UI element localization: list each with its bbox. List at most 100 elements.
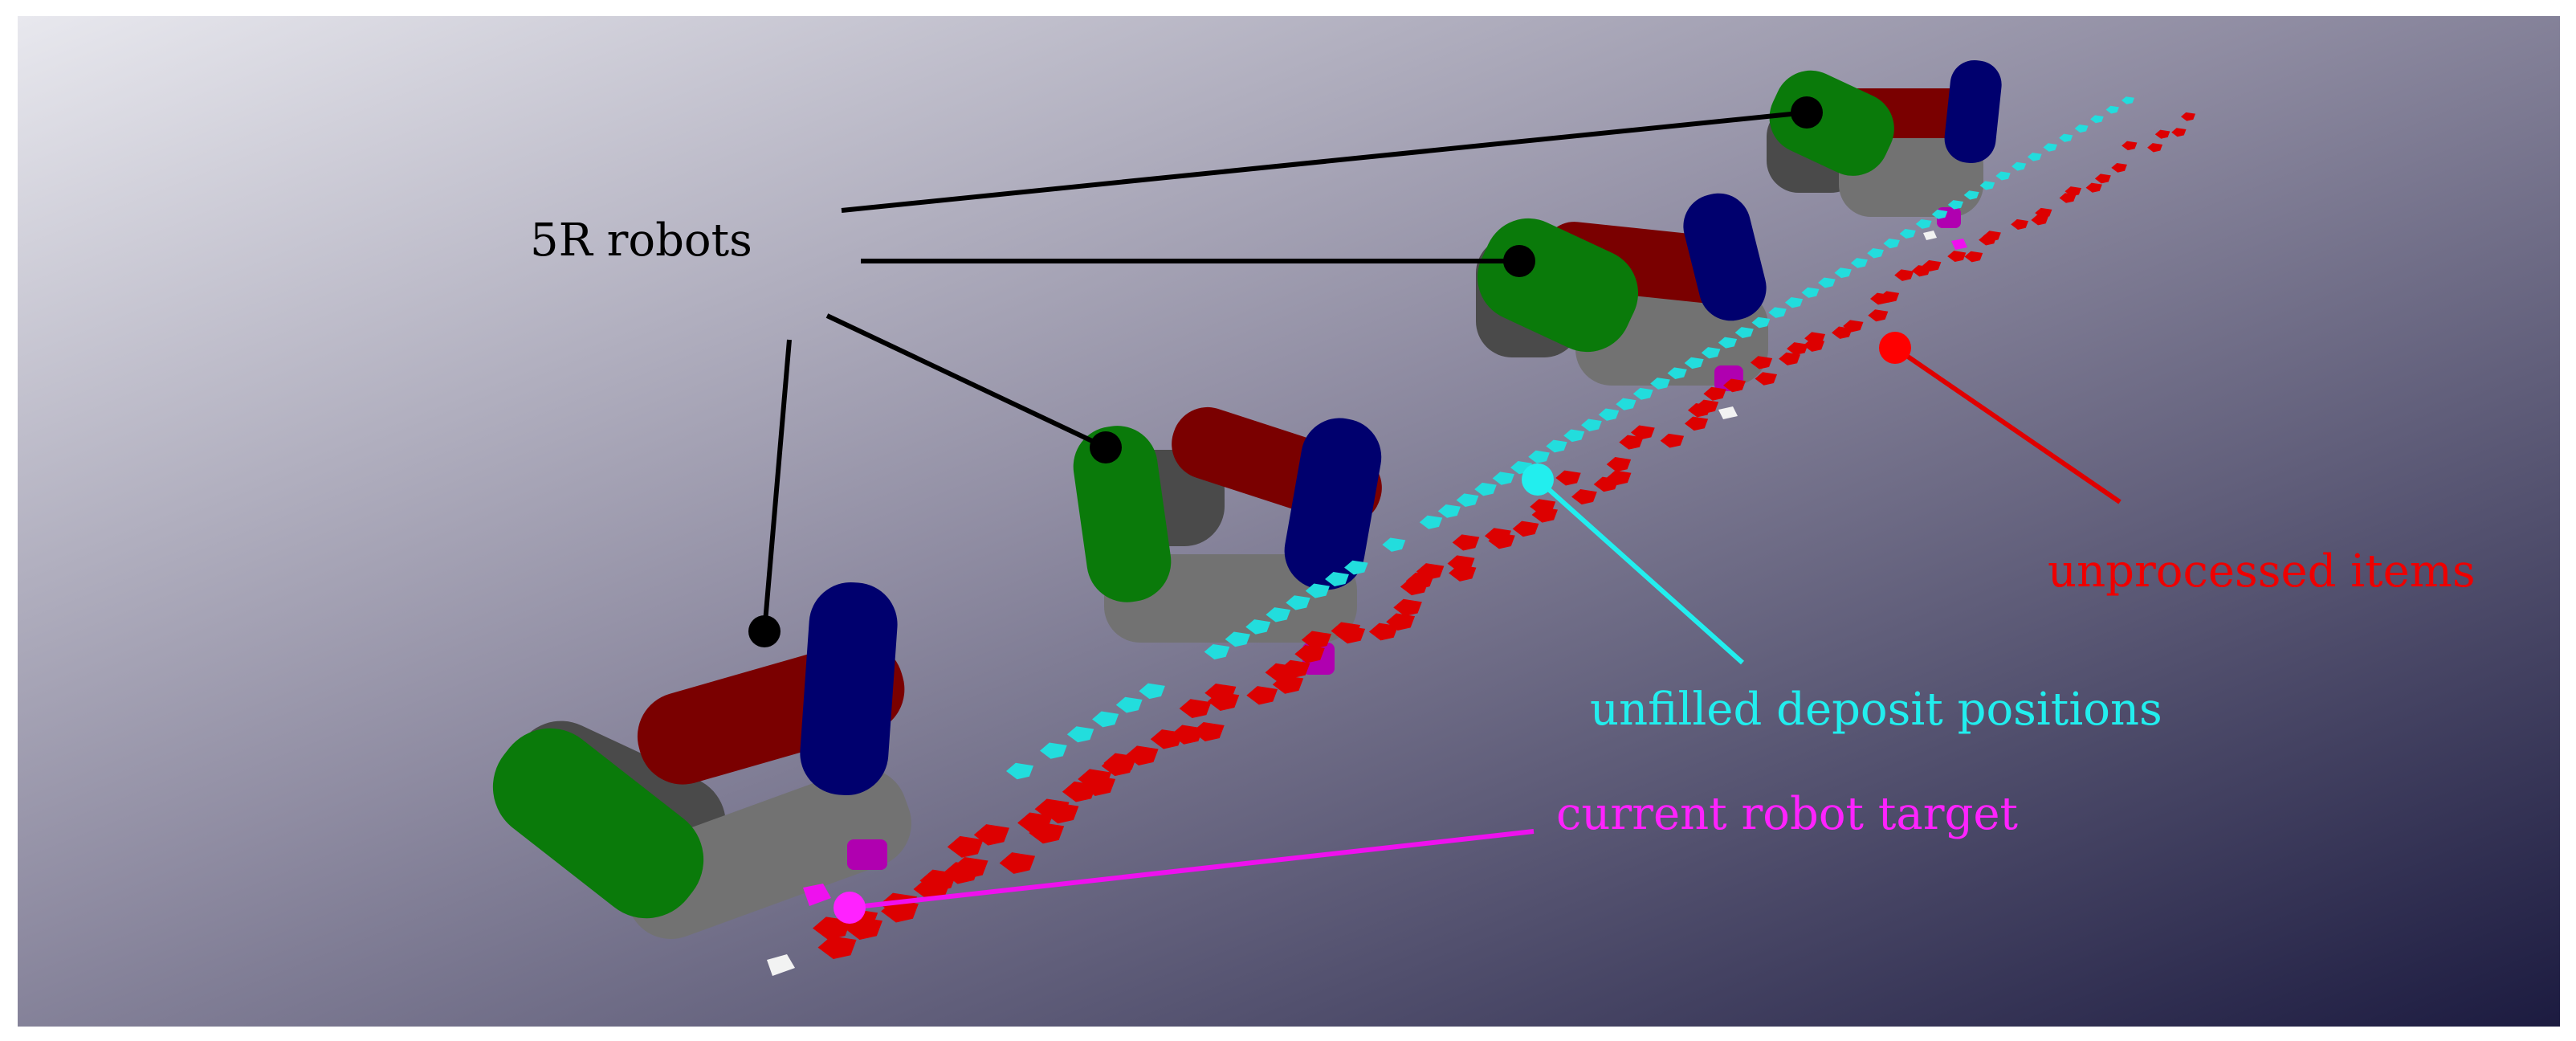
deposit-position [1492, 472, 1514, 485]
deposit-position [2090, 115, 2104, 124]
leader-robot-1 [762, 339, 792, 632]
deposit-markers [1006, 96, 2134, 780]
deposit-position [1325, 572, 1349, 586]
target-item [1951, 239, 1967, 250]
unprocessed-item [1947, 251, 1967, 263]
robot-4-link-blue [1944, 59, 2002, 164]
unprocessed-item [1750, 356, 1773, 369]
unprocessed-item [1452, 534, 1480, 551]
deposit-position [1528, 450, 1550, 463]
deposit-position [2074, 124, 2089, 133]
pin-deposit [1522, 463, 1554, 496]
unprocessed-item [1103, 753, 1137, 774]
deposit-position [1883, 238, 1900, 249]
label-5r-robots: 5R robots [530, 214, 752, 267]
robot-1 [492, 582, 911, 939]
deposit-position [1598, 408, 1620, 421]
unprocessed-item [1779, 352, 1801, 365]
unprocessed-item [1619, 435, 1644, 450]
deposit-position [2105, 105, 2119, 114]
unprocessed-item [1368, 623, 1399, 641]
unprocessed-item [1393, 598, 1422, 617]
unprocessed-item [1192, 722, 1225, 742]
robot-3-link-blue [1683, 193, 1767, 321]
unprocessed-item [1755, 372, 1778, 386]
unprocessed-item [2035, 207, 2052, 218]
label-current-target: current robot target [1556, 788, 2018, 840]
leader-unprocessed [1893, 345, 2122, 504]
deposit-position [1963, 190, 1979, 200]
deposit-position [1850, 258, 1868, 268]
robot-2-link-green [1073, 426, 1172, 602]
deposit-position [1632, 387, 1653, 400]
unprocessed-item [1386, 613, 1416, 631]
deposit-position [2059, 133, 2073, 142]
deposit-position [1979, 181, 1995, 190]
deposit-position [1563, 429, 1585, 443]
item-markers [813, 112, 2196, 960]
unprocessed-item [1078, 769, 1112, 790]
unprocessed-item [1571, 489, 1597, 505]
deposit-position [1931, 209, 1948, 219]
unprocessed-item [1868, 309, 1889, 322]
unprocessed-item [1695, 399, 1719, 414]
deposit-position [1474, 482, 1497, 496]
deposit-position [1245, 619, 1271, 635]
leader-robot-2 [825, 313, 1107, 450]
unprocessed-item [952, 856, 988, 880]
unprocessed-item [2085, 182, 2102, 193]
target-item [803, 884, 831, 906]
unprocessed-item [2011, 218, 2029, 230]
unprocessed-item [1832, 326, 1853, 339]
unprocessed-item [1606, 457, 1632, 472]
deposit-position [1784, 297, 1804, 308]
unprocessed-item [2154, 129, 2170, 139]
robot-1-link-blue [800, 582, 898, 796]
deposit-position [2122, 96, 2134, 104]
unprocessed-item [2147, 143, 2163, 153]
unprocessed-item [1017, 812, 1053, 834]
deposit-position [1382, 537, 1406, 552]
deposit-position [1437, 504, 1461, 518]
unprocessed-item [813, 916, 851, 940]
deposit-position [1456, 493, 1479, 508]
unprocessed-item [1660, 433, 1685, 448]
pin-target [834, 892, 866, 924]
unprocessed-item [1179, 699, 1212, 719]
deposit-position [2011, 161, 2027, 171]
deposit-position [2027, 153, 2042, 161]
deposit-position [1684, 357, 1704, 369]
deposit-position [1834, 267, 1852, 279]
unprocessed-item [1804, 332, 1826, 345]
unprocessed-item [817, 936, 857, 960]
deposit-position [2043, 143, 2057, 152]
annotation-lines [748, 96, 2122, 924]
deposit-position [1040, 742, 1067, 759]
robot-4 [1767, 59, 2002, 217]
deposit-position [1751, 316, 1771, 329]
unprocessed-item [1843, 320, 1864, 333]
pin-robot-2 [1090, 431, 1122, 463]
unprocessed-item [1703, 386, 1726, 401]
unprocessed-item [1983, 231, 2001, 242]
scene-background [18, 16, 2560, 1027]
pin-robot-3 [1503, 245, 1535, 277]
deposit-position [1701, 347, 1721, 359]
unprocessed-item [973, 824, 1009, 846]
deposit-position [1344, 560, 1368, 575]
deposit-position [1818, 277, 1836, 288]
target-items [803, 239, 1967, 906]
unprocessed-item [1279, 659, 1310, 679]
unprocessed-item [1294, 645, 1325, 663]
unprocessed-item [947, 835, 984, 858]
deposit-position [1266, 607, 1291, 623]
deposit-position [1546, 439, 1567, 453]
leader-deposit [1536, 477, 1744, 665]
pin-robot-4 [1791, 96, 1823, 129]
unprocessed-item [2094, 174, 2111, 184]
processed-items [767, 231, 1937, 976]
unprocessed-item [1512, 520, 1539, 537]
label-unfilled-deposit: unfilled deposit positions [1590, 684, 2162, 736]
unprocessed-item [1787, 342, 1808, 356]
